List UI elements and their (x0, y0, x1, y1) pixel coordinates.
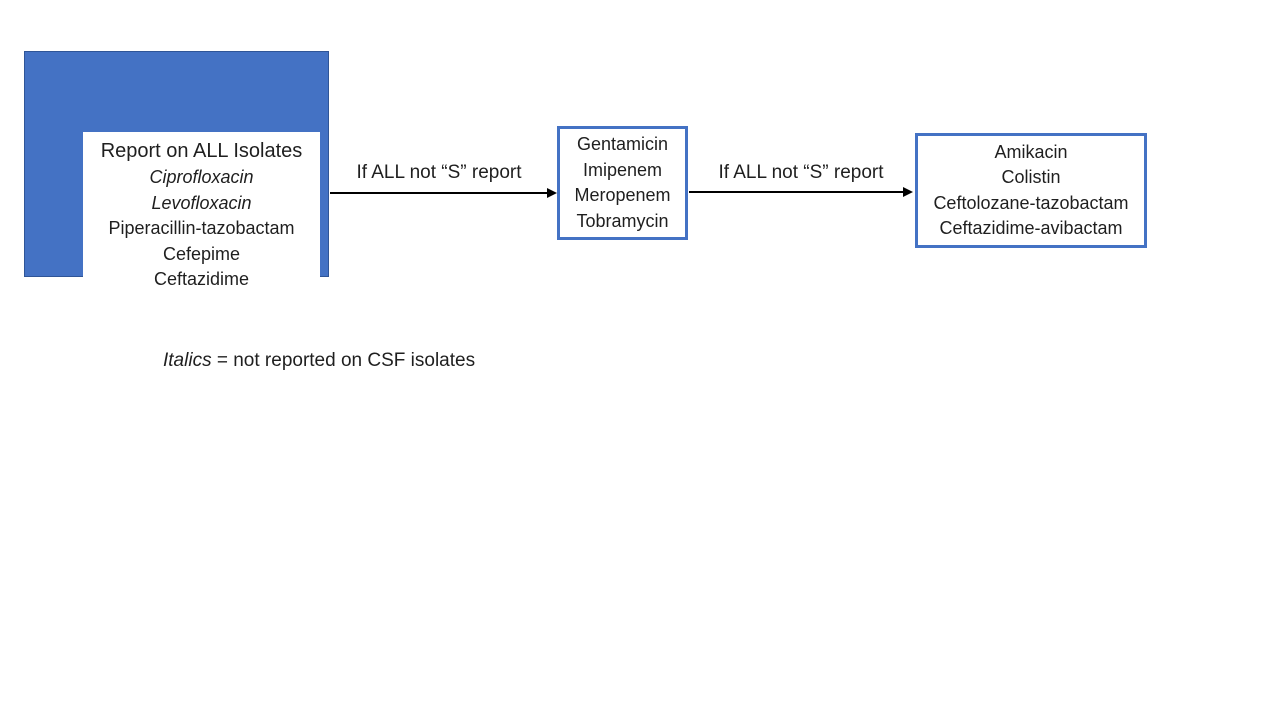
drug-imipenem: Imipenem (582, 159, 663, 180)
arrow2-label: If ALL not “S” report (718, 162, 884, 183)
report-all-isolates-box: Report on ALL Isolates Ciprofloxacin Lev… (83, 132, 320, 299)
drug-ceftazidime-avibactam: Ceftazidime-avibactam (939, 218, 1123, 238)
drug-amikacin: Amikacin (994, 141, 1068, 162)
arrow1-arrowhead-icon (547, 188, 557, 198)
footnote-rest: = not reported on CSF isolates (211, 350, 476, 371)
drug-piperacillin-tazobactam: Piperacillin-tazobactam (108, 218, 295, 239)
drug-ceftazidime: Ceftazidime (153, 269, 250, 290)
drug-tobramycin: Tobramycin (576, 210, 669, 231)
arrow2-connector (689, 187, 913, 197)
footnote-italic-word: Italics (163, 350, 212, 371)
arrow2-arrowhead-icon (903, 187, 913, 197)
drug-cefepime: Cefepime (162, 243, 241, 264)
italics-footnote: Italics = not reported on CSF isolates (163, 349, 475, 373)
report-all-isolates-title: Report on ALL Isolates (100, 140, 303, 163)
drug-ceftolozane-tazobactam: Ceftolozane-tazobactam (933, 192, 1129, 213)
report-all-isolates-container: Report on ALL Isolates Ciprofloxacin Lev… (24, 51, 329, 299)
arrow1-connector (330, 188, 557, 198)
drug-meropenem: Meropenem (574, 185, 671, 205)
third-tier-box: Amikacin Colistin Ceftolozane-tazobactam… (915, 133, 1147, 248)
second-tier-box: Gentamicin Imipenem Meropenem Tobramycin (557, 126, 688, 240)
drug-ciprofloxacin: Ciprofloxacin (149, 167, 254, 188)
drug-gentamicin: Gentamicin (576, 134, 669, 154)
drug-colistin: Colistin (1001, 167, 1061, 187)
drug-levofloxacin: Levofloxacin (151, 192, 252, 213)
arrow1-label: If ALL not “S” report (356, 162, 522, 183)
